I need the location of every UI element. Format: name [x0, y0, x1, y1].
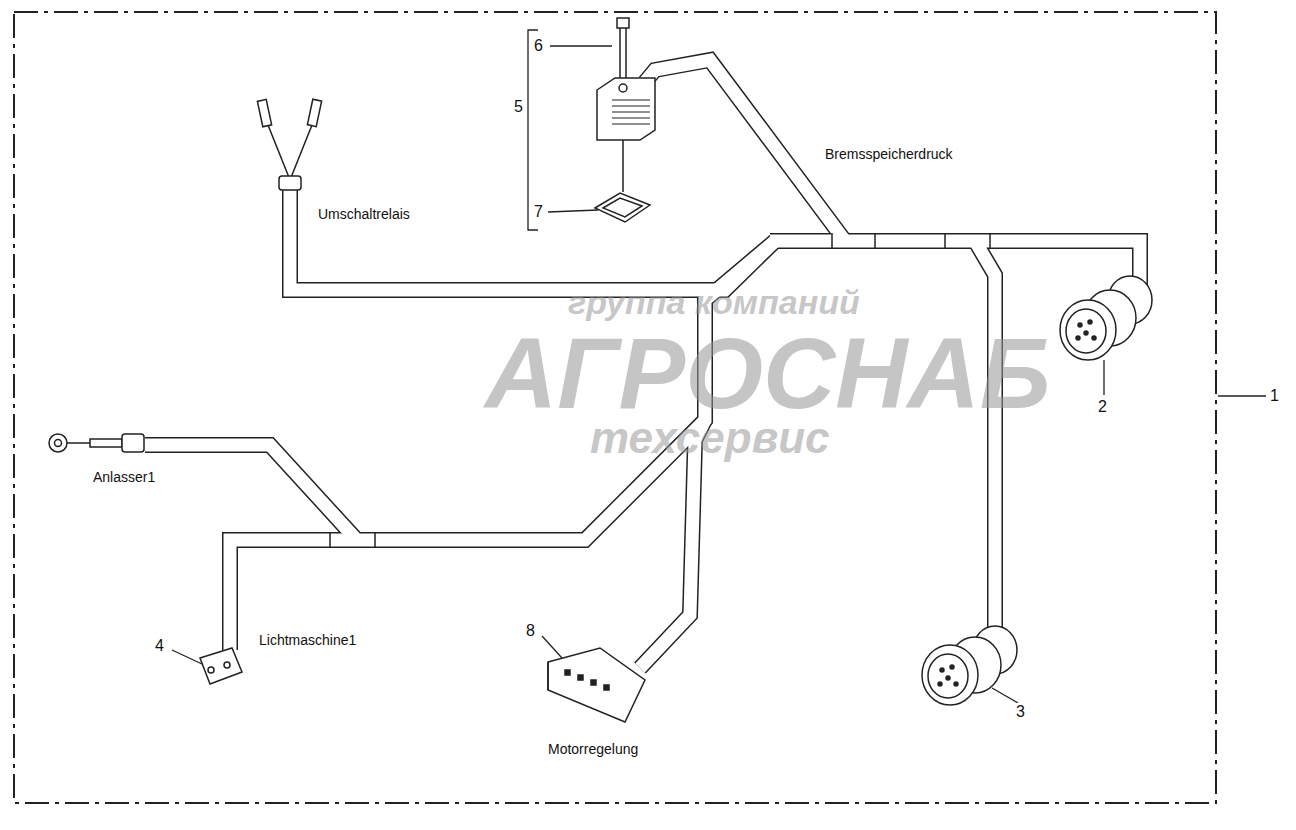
callout-number: 5 — [512, 98, 525, 116]
part-label: Anlasser1 — [91, 470, 157, 485]
round-connector — [1060, 276, 1152, 360]
callout-number: 4 — [153, 637, 166, 655]
pressure-sensor — [595, 18, 655, 222]
part-label: Umschaltrelais — [316, 207, 412, 222]
callout-number: 1 — [1268, 387, 1281, 405]
watermark: группа компаний — [568, 284, 860, 321]
watermark: АГРОСНАБ — [485, 318, 1051, 428]
callout-number: 3 — [1014, 703, 1027, 721]
callout-number: 6 — [532, 37, 545, 55]
watermark: техсервис — [590, 414, 830, 462]
round-connector — [922, 626, 1017, 705]
leader-lines — [172, 30, 1104, 703]
ring-terminal — [49, 434, 144, 452]
ecu-connector — [548, 648, 645, 722]
boundary-frame — [14, 12, 1216, 803]
harness-wires — [145, 60, 1140, 668]
part-label: Motorregelung — [546, 742, 640, 757]
callout-number: 8 — [524, 622, 537, 640]
callout-number: 2 — [1096, 398, 1109, 416]
alternator-plug — [200, 648, 242, 684]
part-label: Bremsspeicherdruck — [823, 147, 955, 162]
leader-line — [1218, 395, 1266, 397]
callout-number: 7 — [532, 203, 545, 221]
part-label: Lichtmaschine1 — [257, 633, 358, 648]
relay-leads — [257, 99, 321, 190]
